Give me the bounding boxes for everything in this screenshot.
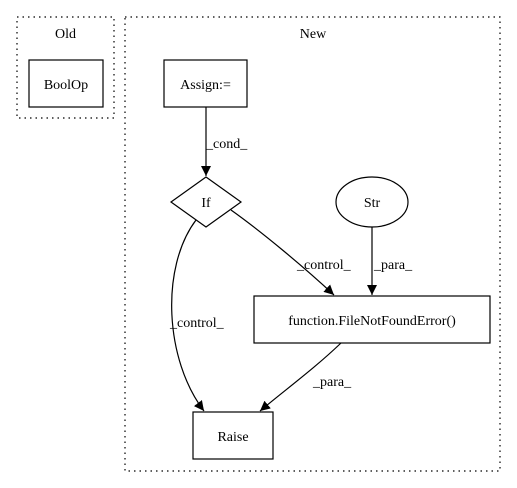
node-if[interactable]: If — [169, 176, 243, 228]
node-boolop-label: BoolOp — [44, 78, 88, 93]
cluster-old-title: Old — [55, 27, 76, 42]
node-assign[interactable]: Assign:= — [163, 59, 248, 108]
cluster-new-title: New — [300, 27, 327, 42]
cluster-old: Old — [16, 16, 115, 119]
node-filenotfounderror-label: function.FileNotFoundError() — [288, 314, 456, 329]
edge-filenotfounderror-to-raise: _para_ — [259, 342, 352, 412]
edge-assign-to-if-label: _cond_ — [205, 137, 248, 152]
node-str-label: Str — [364, 196, 381, 211]
node-assign-label: Assign:= — [180, 78, 231, 93]
node-if-label: If — [201, 196, 211, 211]
edge-str-to-filenotfounderror: _para_ — [367, 227, 413, 295]
edge-str-to-filenotfounderror-label: _para_ — [373, 258, 413, 273]
cluster-new: New — [124, 16, 501, 472]
edge-if-to-filenotfounderror-label: _control_ — [296, 258, 352, 273]
node-raise[interactable]: Raise — [192, 411, 274, 460]
node-filenotfounderror[interactable]: function.FileNotFoundError() — [253, 295, 491, 344]
edge-if-to-raise: _control_ — [169, 219, 225, 412]
edge-if-to-raise-label: _control_ — [169, 316, 225, 331]
node-str[interactable]: Str — [335, 176, 409, 228]
edge-if-to-filenotfounderror: _control_ — [230, 209, 352, 296]
edge-filenotfounderror-to-raise-label: _para_ — [312, 375, 352, 390]
edge-assign-to-if: _cond_ — [201, 107, 248, 176]
node-boolop[interactable]: BoolOp — [28, 59, 104, 108]
node-raise-label: Raise — [217, 430, 248, 445]
